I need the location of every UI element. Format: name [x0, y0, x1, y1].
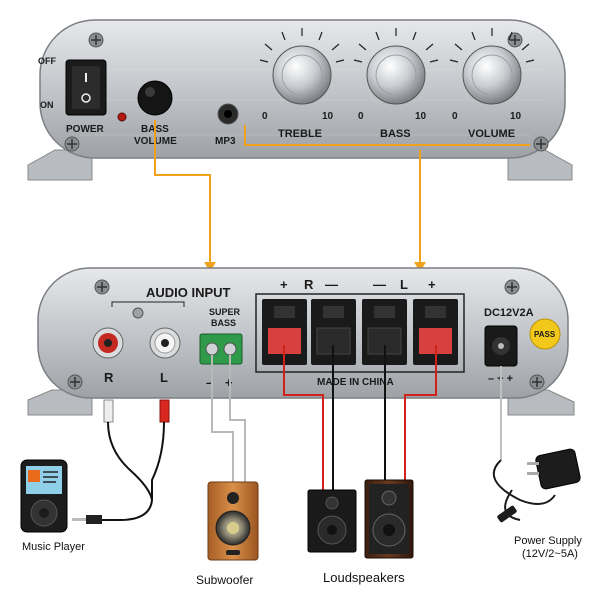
right-speaker-red-wire	[404, 345, 437, 480]
treble-knob[interactable]	[272, 45, 332, 105]
made-in-label: MADE IN CHINA	[317, 377, 394, 388]
switch-on-label: ON	[40, 100, 54, 110]
rear-screw-icon	[94, 279, 110, 295]
speaker-plus-r-label: +	[280, 277, 288, 292]
front-left-foot	[27, 149, 93, 181]
left-loudspeaker	[307, 489, 357, 553]
right-loudspeaker	[364, 479, 414, 559]
dc-jack-pin	[498, 343, 504, 349]
power-supply-label-2: (12V/2~5A)	[522, 548, 578, 560]
jack-tip	[72, 518, 86, 521]
volume-knob-group: 0 10 VOLUME	[449, 28, 535, 140]
bass-max-label: 10	[415, 111, 427, 122]
front-amplifier-panel: OFF ON POWER BASS VOLUME MP3 0 10 TREBLE	[27, 19, 573, 181]
subwoofer-wire-plus	[229, 355, 246, 482]
super-bass-terminal[interactable]	[199, 333, 243, 365]
left-speaker-red-wire	[283, 345, 324, 490]
front-screw-icon	[507, 32, 523, 48]
power-off-mark-icon	[81, 93, 91, 103]
sub-minus-label: –	[206, 375, 213, 390]
headphone-jack-plug	[86, 515, 102, 524]
speaker-terminal-frame	[255, 293, 465, 373]
volume-label: VOLUME	[468, 128, 515, 140]
music-player-device	[20, 459, 68, 533]
dc-label: DC12V2A	[484, 307, 534, 319]
mp3-jack-hole	[224, 110, 232, 118]
rca-left-jack[interactable]	[149, 327, 181, 359]
volume-scale-ticks	[449, 28, 535, 63]
loudspeakers-label: Loudspeakers	[323, 570, 405, 585]
speaker-minus-r-label: —	[325, 277, 338, 292]
bass-knob[interactable]	[366, 45, 426, 105]
rca-cable	[72, 399, 170, 524]
rca-right-label: R	[104, 370, 114, 385]
front-screw-icon	[88, 32, 104, 48]
treble-max-label: 10	[322, 111, 334, 122]
rear-screw-icon	[67, 374, 83, 390]
audio-input-bracket	[111, 301, 185, 307]
pass-sticker-label: PASS	[534, 330, 556, 339]
subwoofer-speaker	[207, 481, 259, 561]
arrow-down-icon	[414, 262, 426, 272]
treble-knob-group: 0 10 TREBLE	[259, 28, 345, 140]
volume-min-label: 0	[452, 111, 458, 122]
music-player-label: Music Player	[22, 541, 85, 553]
arrow-down-icon	[204, 262, 216, 272]
bass-label: BASS	[380, 128, 411, 140]
tweeter	[227, 492, 239, 504]
bass-volume-to-audio-input-line	[154, 120, 211, 268]
switch-off-label: OFF	[38, 56, 56, 66]
super-bass-label-1: SUPER	[209, 307, 241, 317]
pass-sticker	[529, 318, 561, 350]
knob-highlight	[145, 87, 155, 97]
treble-knob-ring	[281, 54, 323, 96]
speaker-r-label: R	[304, 277, 314, 292]
audio-input-label: AUDIO INPUT	[146, 285, 231, 300]
rear-screw-icon	[529, 374, 545, 390]
treble-min-label: 0	[262, 111, 268, 122]
bass-knob-group: 0 10 BASS	[353, 28, 439, 140]
tweeter	[325, 496, 339, 510]
super-bass-label-2: BASS	[211, 318, 236, 328]
rca-right-jack[interactable]	[92, 327, 124, 359]
rear-screw-icon	[504, 279, 520, 295]
tweeter	[381, 490, 397, 506]
rca-left-label: L	[160, 370, 168, 385]
rear-amplifier-panel: AUDIO INPUT R L SUPER BASS – + + R — — L…	[27, 267, 575, 416]
terminal-screw-icon	[205, 342, 219, 356]
bass-port	[226, 550, 240, 555]
volume-knob-ring	[471, 54, 513, 96]
treble-scale-ticks	[259, 28, 345, 63]
volume-max-label: 10	[510, 111, 522, 122]
mp3-line	[244, 125, 530, 146]
bass-volume-knob[interactable]	[137, 80, 173, 116]
front-screw-icon	[533, 136, 549, 152]
speaker-minus-l-label: —	[373, 277, 386, 292]
bass-knob-ring	[375, 54, 417, 96]
terminal-screw-icon	[223, 342, 237, 356]
mp3-label: MP3	[215, 136, 236, 147]
power-led-indicator	[117, 112, 127, 122]
front-screw-icon	[64, 136, 80, 152]
orange-connection-lines	[154, 120, 530, 268]
dc-plug	[497, 505, 517, 523]
subwoofer-label: Subwoofer	[196, 573, 253, 587]
speaker-plus-l-label: +	[428, 277, 436, 292]
rca-screw-icon	[132, 307, 144, 319]
speaker-l-label: L	[400, 277, 408, 292]
speaker-terminal-plus-l[interactable]	[413, 299, 458, 365]
treble-label: TREBLE	[278, 128, 322, 140]
volume-knob[interactable]	[462, 45, 522, 105]
power-switch-rocker[interactable]	[72, 66, 100, 109]
power-label: POWER	[66, 124, 105, 135]
power-supply-adapter	[492, 448, 581, 523]
speaker-terminal-minus-r[interactable]	[311, 299, 356, 365]
subwoofer-wire-minus	[211, 355, 234, 482]
bass-scale-ticks	[353, 28, 439, 63]
power-supply-label-1: Power Supply	[514, 535, 582, 547]
bass-min-label: 0	[358, 111, 364, 122]
